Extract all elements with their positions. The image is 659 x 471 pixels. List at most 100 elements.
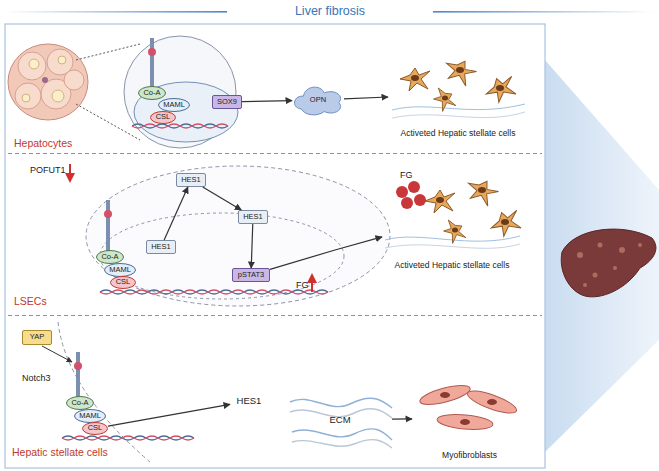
protein-oval: Co-A: [66, 396, 94, 410]
myofibroblast-illustration: [460, 419, 470, 425]
myofibroblast-illustration: [418, 382, 472, 409]
stellate-cell-illustration: [411, 75, 419, 81]
oval-outline: [67, 397, 94, 410]
node-label: pSTAT3: [238, 271, 264, 279]
cell-membrane: [58, 322, 150, 462]
molecule-label: POFUT1: [30, 165, 66, 175]
oval-outline: [111, 277, 136, 289]
protein-box: HES1: [238, 210, 268, 224]
hepatocyte-illustration: [18, 52, 46, 80]
molecule-label-box: HES1: [230, 393, 268, 409]
pofut1-down-arrow: [70, 164, 71, 178]
liver-illustration: [583, 283, 587, 287]
liver-illustration: [561, 229, 656, 297]
arrow-connector: [242, 101, 292, 102]
arrow-connector: [392, 418, 412, 420]
stellate-cell-illustration: [436, 197, 444, 203]
hepatocyte-illustration: [8, 44, 88, 120]
ecm-fibers: [290, 398, 392, 408]
cell-membrane: [58, 322, 150, 462]
frame: [5, 24, 545, 468]
oval-outline: [105, 264, 136, 277]
dna-helix: [100, 290, 328, 294]
node-label: CSL: [88, 424, 103, 432]
dna-helix: [132, 124, 228, 128]
cell-label: Activeted Hepatic stellate cells: [401, 129, 516, 138]
oval-outline: [151, 112, 176, 124]
node-label: MAML: [163, 101, 185, 109]
node-label: MAML: [79, 412, 101, 420]
pofut1-down-arrow: [69, 164, 71, 178]
cell-type-label: Hepatocytes: [14, 138, 72, 150]
oval-outline: [139, 87, 166, 100]
protein-box: HES1: [176, 173, 206, 187]
yap-arrow: [42, 346, 72, 362]
stellate-cell-illustration: [396, 186, 408, 198]
panel-divider: [8, 154, 542, 316]
node-label: CSL: [116, 278, 131, 286]
molecule-label: FG: [400, 170, 413, 180]
dna-helix: [62, 436, 194, 440]
hepatocyte-illustration: [29, 59, 39, 69]
notch-receptor: [74, 362, 82, 370]
node-label: SOX9: [217, 98, 237, 106]
hepatocyte-illustration: [58, 56, 66, 64]
stellate-cell-illustration: [482, 73, 518, 105]
myofibroblast-illustration: [465, 387, 519, 418]
panel-divider: [8, 315, 542, 316]
oval-outline: [83, 423, 108, 435]
node-label: ECM: [329, 415, 350, 425]
stellate-cell-illustration: [478, 187, 486, 193]
node-label: HES1: [151, 243, 171, 251]
notch-receptor: [150, 38, 154, 88]
ecm-fibers: [290, 398, 392, 448]
stellate-cell-illustration: [385, 244, 520, 248]
node-label: HES1: [243, 213, 263, 221]
liver-illustration: [577, 252, 583, 258]
stellate-cell-illustration: [400, 68, 430, 91]
stellate-cell-illustration: [496, 85, 504, 91]
stellate-cell-illustration: [456, 67, 464, 73]
liver-illustration: [638, 243, 642, 247]
notch-receptor: [148, 48, 156, 56]
notch-receptor: [104, 200, 112, 252]
lsec-cell: [86, 166, 390, 306]
hepatocyte-illustration: [8, 44, 88, 120]
protein-box: pSTAT3: [232, 268, 270, 282]
panel-divider: [8, 153, 542, 154]
protein-oval: Co-A: [96, 250, 124, 264]
cell-type-band: Hepatic stellate cellsYAPCo-AMAMLCSLHES1…: [6, 317, 544, 466]
arrow-connector: [203, 187, 242, 210]
stellate-cell-illustration: [440, 216, 468, 246]
ecm-fibers: [292, 440, 392, 448]
hepatocyte-illustration: [52, 90, 64, 102]
protein-box: HES1: [146, 240, 176, 254]
dna-helix: [62, 436, 194, 440]
protein-box: SOX9: [212, 95, 242, 109]
secreted-protein-cloud: OPN: [292, 84, 344, 116]
protein-oval: CSL: [110, 276, 136, 289]
cell-label: Myofibroblasts: [442, 451, 497, 460]
oval-outline: [97, 251, 124, 264]
hepatocyte-illustration: [64, 70, 84, 90]
dna-helix: [132, 124, 228, 128]
stellate-cell-illustration: [401, 197, 413, 209]
cell-type-label: LSECs: [14, 296, 47, 308]
stellate-cell-illustration: [385, 174, 524, 248]
cell-zoom: [134, 82, 238, 142]
protein-oval: MAML: [74, 409, 106, 423]
stellate-cell-illustration: [501, 219, 509, 225]
oval-outline: [75, 410, 106, 423]
cloud-outline: [295, 87, 341, 115]
arrow-connector: [344, 97, 388, 99]
cell-type-label: Hepatic stellate cells: [12, 447, 108, 459]
arrow-connector: [251, 224, 253, 268]
node-label: HES1: [237, 396, 262, 406]
stellate-cell-illustration: [487, 207, 523, 239]
myofibroblast-illustration: [487, 399, 497, 405]
zoom-wedge: [545, 60, 659, 452]
lsec-cell: [100, 213, 344, 299]
fg-up-arrow: [311, 278, 313, 292]
